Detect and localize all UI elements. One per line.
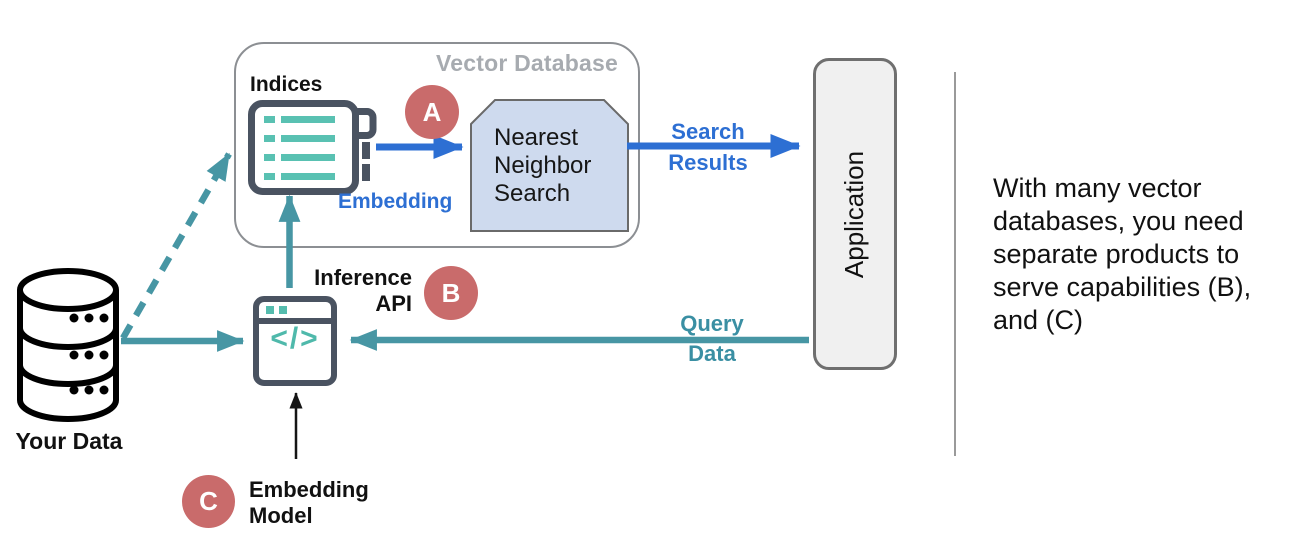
note-line: serve capabilities (B),	[993, 272, 1252, 302]
note-line: and (C)	[993, 305, 1084, 335]
inference-api-label-line1: Inference	[314, 265, 412, 290]
search-results-label-line1: Search	[671, 119, 745, 144]
indices-list-icon	[248, 100, 377, 195]
code-window-icon	[253, 296, 337, 386]
nearest-neighbor-search-shape	[470, 99, 629, 232]
vertical-divider	[954, 72, 956, 456]
code-brackets-glyph: </>	[270, 322, 320, 355]
badge-c-letter: C	[199, 486, 218, 516]
vector-database-title: Vector Database	[436, 50, 618, 76]
your-data-label: Your Data	[15, 428, 123, 454]
note-line: databases, you need	[993, 206, 1244, 236]
badge-b-letter: B	[441, 277, 461, 308]
note-line: separate products to	[993, 239, 1240, 269]
database-cylinder-icon	[17, 268, 119, 422]
embedding-model-label-line1: Embedding	[249, 477, 369, 502]
query-data-label-line2: Data	[688, 341, 736, 366]
badge-a-letter: A	[422, 96, 442, 127]
badge-c: C	[182, 475, 235, 528]
embedding-model-label: Embedding Model	[249, 477, 369, 529]
badge-a: A	[405, 85, 459, 139]
query-data-label-line1: Query	[680, 311, 744, 336]
nearest-neighbor-search-label: Nearest Neighbor Search	[494, 124, 592, 207]
note-line: With many vector	[993, 173, 1202, 203]
search-results-label-line2: Results	[668, 150, 748, 175]
embedding-model-label-line2: Model	[249, 503, 313, 528]
indices-label: Indices	[250, 73, 323, 96]
application-box: Application	[813, 58, 897, 370]
inference-api-label-line2: API	[375, 291, 412, 316]
badge-b: B	[424, 266, 478, 320]
arrow-data-to-indices-dashed	[120, 152, 232, 340]
note-text: With many vector databases, you need sep…	[993, 172, 1306, 337]
embedding-arrow-label: Embedding	[338, 190, 453, 213]
inference-api-label: Inference API	[308, 265, 412, 317]
